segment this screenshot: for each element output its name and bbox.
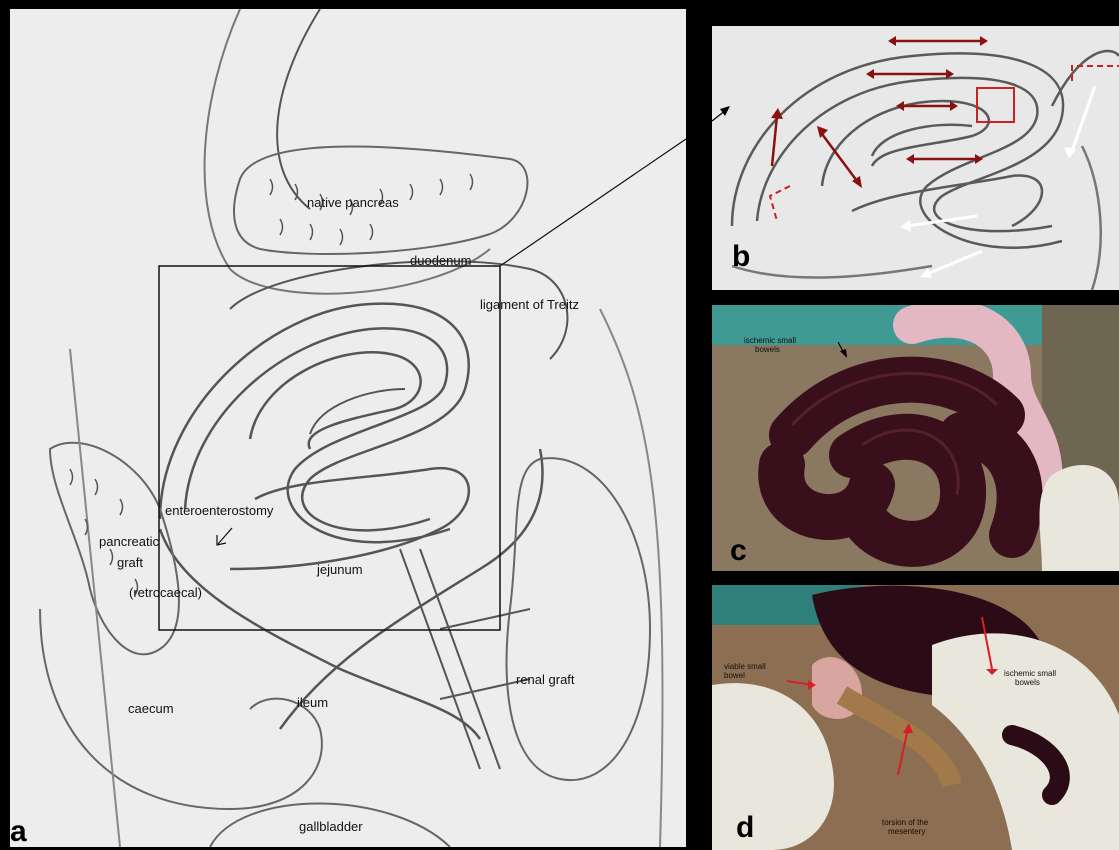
panel-letter-d: d — [736, 813, 754, 843]
zoom-sketch — [712, 26, 1119, 290]
label-gallbladder: gallbladder — [299, 819, 363, 834]
label-native-pancreas: native pancreas — [307, 195, 399, 210]
label-retrocaecal: (retrocaecal) — [129, 585, 202, 600]
label-ischemic-small-d: ischemic small — [1004, 669, 1056, 678]
panel-b-zoom: b — [712, 26, 1119, 290]
label-ileum: ileum — [297, 695, 328, 710]
label-bowels-d: bowels — [1015, 678, 1040, 687]
panel-letter-a: a — [10, 817, 27, 847]
label-jejunum: jejunum — [317, 562, 363, 577]
label-bowels-c: bowels — [755, 345, 780, 354]
label-bowel-d: bowel — [724, 671, 745, 680]
label-ligament-of-treitz: ligament of Treitz — [480, 297, 579, 312]
label-graft: graft — [117, 555, 143, 570]
label-mesentery: mesentery — [888, 827, 925, 836]
panel-d-photo: viable small bowel ischemic small bowels… — [712, 585, 1119, 850]
label-enteroenterostomy: enteroenterostomy — [165, 503, 273, 518]
label-viable-small: viable small — [724, 662, 766, 671]
panel-letter-b: b — [732, 242, 750, 272]
anatomy-sketch — [10, 9, 686, 847]
label-renal-graft: renal graft — [516, 672, 575, 687]
label-pancreatic: pancreatic — [99, 534, 159, 549]
label-caecum: caecum — [128, 701, 174, 716]
panel-letter-c: c — [730, 536, 747, 566]
panel-c-photo: ischemic small bowels c — [712, 305, 1119, 571]
photo-torsion-mesentery — [712, 585, 1119, 850]
panel-a-sketch: native pancreas duodenum ligament of Tre… — [10, 9, 686, 847]
label-torsion-of-the: torsion of the — [882, 818, 928, 827]
label-ischemic-small-c: ischemic small — [744, 336, 796, 345]
label-duodenum: duodenum — [410, 253, 471, 268]
